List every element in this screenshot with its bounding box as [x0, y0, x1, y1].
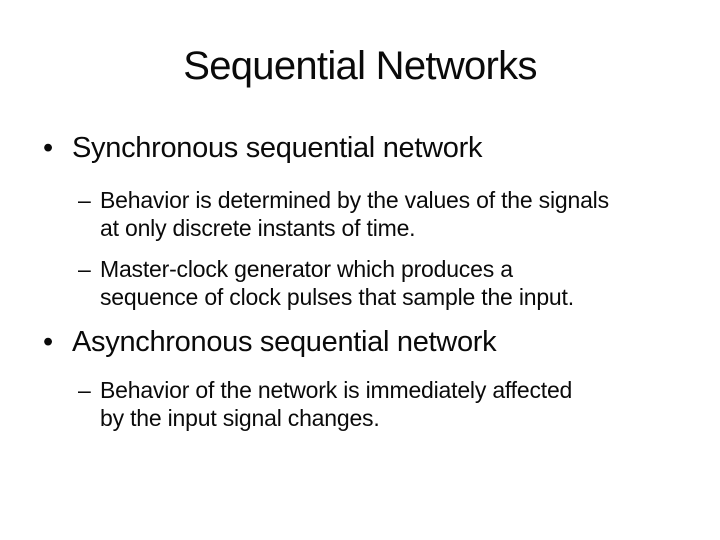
sub-bullet-text: Master-clock generator which produces a …	[100, 255, 710, 311]
dash-icon: –	[78, 187, 91, 213]
bullet-item: • Asynchronous sequential network	[0, 324, 710, 360]
bullet-dot-icon: •	[43, 132, 53, 164]
text-line: Master-clock generator which produces a	[100, 256, 513, 282]
dash-icon: –	[78, 256, 91, 282]
bullet-text: Asynchronous sequential network	[72, 324, 710, 360]
text-line: sequence of clock pulses that sample the…	[100, 284, 574, 310]
bullet-dot-icon: •	[43, 326, 53, 358]
bullet-item: • Synchronous sequential network	[0, 130, 710, 166]
sub-bullet-text: Behavior of the network is immediately a…	[100, 376, 710, 432]
sub-bullet-item: – Behavior of the network is immediately…	[0, 376, 710, 432]
bullet-text: Synchronous sequential network	[72, 130, 710, 166]
text-line: Synchronous sequential network	[72, 132, 483, 164]
text-line: Behavior of the network is immediately a…	[100, 377, 573, 403]
slide-title: Sequential Networks	[183, 44, 537, 88]
text-line: at only discrete instants of time.	[100, 215, 416, 241]
sub-bullet-item: – Master-clock generator which produces …	[0, 255, 710, 311]
text-line: Asynchronous sequential network	[72, 326, 497, 358]
text-line: by the input signal changes.	[100, 405, 380, 431]
slide-body: • Synchronous sequential network – Behav…	[0, 130, 710, 432]
sub-bullet-text: Behavior is determined by the values of …	[100, 186, 710, 242]
dash-icon: –	[78, 377, 91, 403]
sub-bullet-item: – Behavior is determined by the values o…	[0, 186, 710, 242]
text-line: Behavior is determined by the values of …	[100, 187, 609, 213]
